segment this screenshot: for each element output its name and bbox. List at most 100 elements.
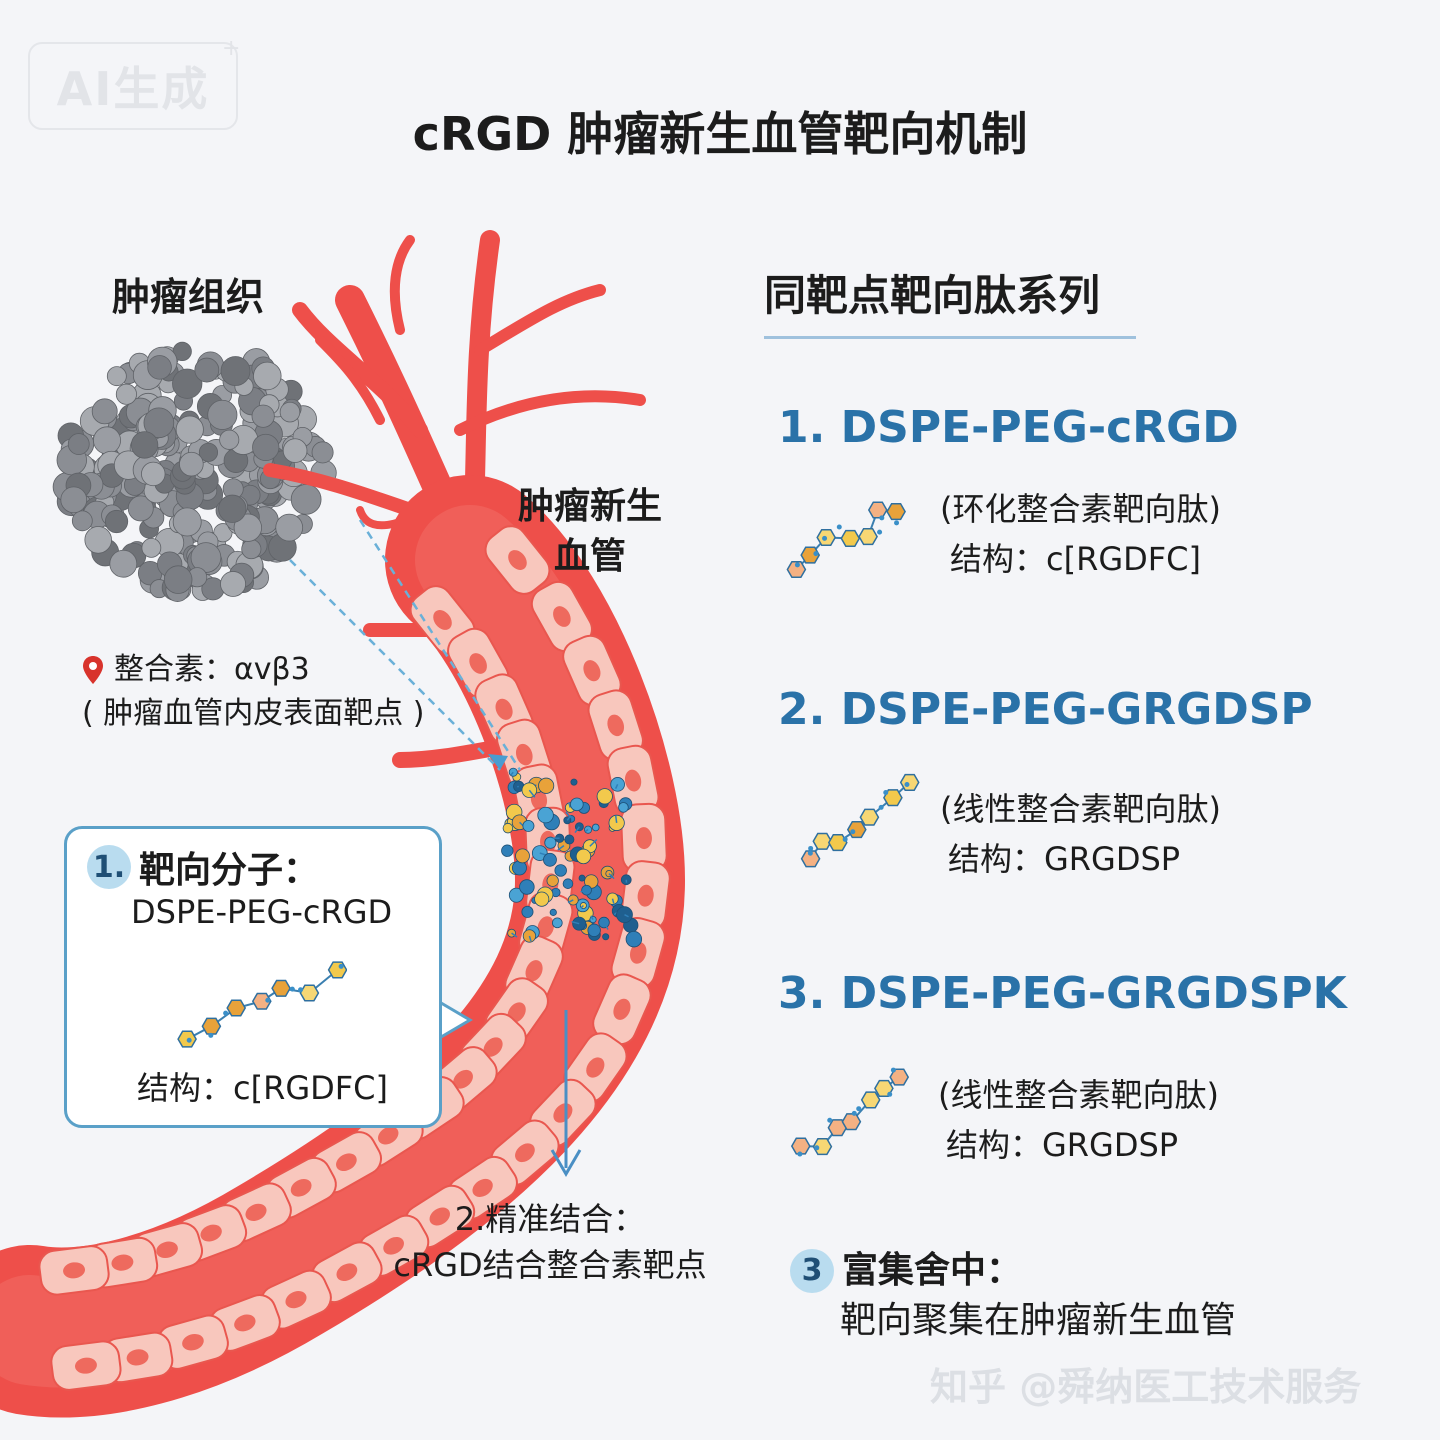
nanoparticle: [591, 823, 600, 832]
nanoparticle: [519, 879, 535, 895]
tumor-cell: [71, 510, 93, 532]
callout-heading-text: 靶向分子：: [139, 850, 320, 891]
tumor-cell: [141, 461, 166, 487]
title-underline: [764, 336, 1136, 339]
nanoparticle: [508, 887, 524, 903]
molecule-ring: [812, 1138, 833, 1156]
molecule-ring: [860, 1091, 881, 1109]
binding-step-title: 2.精准结合：: [454, 1200, 646, 1238]
nanoparticle: [538, 777, 555, 794]
nanoparticle-cluster: [501, 767, 643, 948]
tumor-cell: [251, 404, 275, 428]
peptide-series-title: 同靶点靶向肽系列: [764, 271, 1101, 320]
tumor-cell: [198, 442, 219, 462]
peptide-1-name: 1. DSPE-PEG-cRGD: [778, 402, 1239, 453]
peptide-2-structure: 结构：GRGDSP: [948, 840, 1181, 878]
nanoparticle: [587, 923, 601, 937]
molecule-ring: [271, 979, 291, 997]
peptide-3-name: 3. DSPE-PEG-GRGDSPK: [778, 968, 1347, 1019]
tumor-cell: [220, 571, 246, 597]
enrichment-step: 3 富集舍中： 靶向聚集在肿瘤新生血管: [790, 1246, 1236, 1346]
tumor-label: 肿瘤组织: [112, 275, 265, 319]
tumor-cell: [290, 484, 322, 515]
nanoparticle: [534, 891, 550, 907]
watermark: 知乎 @舜纳医工技术服务: [930, 1365, 1362, 1409]
tumor-cell: [141, 538, 162, 558]
tumor-cell: [252, 433, 280, 462]
tumor-cell: [172, 507, 202, 537]
peptide-3-desc: (线性整合素靶向肽): [938, 1076, 1219, 1114]
tumor-cell: [127, 495, 154, 522]
nanoparticle: [570, 797, 584, 812]
nanoparticle: [501, 844, 514, 857]
vessel-label-line1: 肿瘤新生: [517, 486, 662, 527]
nanoparticle: [554, 864, 567, 877]
molecule-ring: [827, 834, 848, 852]
peptide-1-desc-block: (环化整合素靶向肽) 结构：c[RGDFC]: [940, 484, 1221, 584]
peptide-2-desc: (线性整合素靶向肽): [940, 790, 1221, 828]
tumor-cell: [207, 399, 238, 430]
tumor-cell: [220, 356, 251, 386]
tumor-cell: [115, 383, 137, 405]
nanoparticle: [564, 834, 575, 845]
nanoparticle: [620, 874, 632, 886]
tumor-cell: [109, 549, 138, 578]
map-pin-icon: [83, 656, 103, 684]
tumor-cell: [253, 361, 282, 391]
molecule-ring: [867, 501, 888, 519]
step-number-badge: 3: [790, 1249, 834, 1293]
molecule-ring: [327, 961, 347, 979]
tumor-cell: [218, 494, 247, 523]
peptide-2-molecule-icon: [800, 773, 920, 868]
nanoparticle: [602, 933, 610, 941]
peptide-2-desc-block: (线性整合素靶向肽) 结构：GRGDSP: [940, 784, 1221, 884]
molecule-ring: [226, 999, 247, 1017]
molecule-ring: [251, 992, 272, 1010]
peptide-1-structure: 结构：c[RGDFC]: [950, 540, 1201, 578]
nanoparticle: [606, 892, 619, 905]
ai-generated-badge: AI生成: [28, 42, 238, 130]
nanoparticle: [578, 874, 586, 882]
nanoparticle: [570, 778, 578, 786]
tumor-cell: [147, 355, 172, 380]
nanoparticle: [502, 822, 514, 834]
integrin-note: ( 肿瘤血管内皮表面靶点 ): [82, 696, 425, 731]
tumor-cell: [241, 539, 262, 560]
binding-step: 2.精准结合： cRGD结合整合素靶点: [380, 1196, 720, 1288]
tumor-cell: [130, 431, 159, 459]
molecule-ring: [846, 821, 867, 839]
tumor-cell: [213, 523, 233, 543]
nanoparticle: [544, 836, 557, 849]
endothelial-cell: [484, 525, 551, 595]
peptide-2-name: 2. DSPE-PEG-GRGDSP: [778, 684, 1313, 735]
endothelial-cell: [38, 1245, 110, 1296]
nanoparticle: [562, 878, 574, 889]
peptide-3-desc-block: (线性整合素靶向肽) 结构：GRGDSP: [938, 1070, 1219, 1170]
tumor-cell: [104, 509, 129, 534]
molecule-ring: [827, 1119, 848, 1137]
tumor-cell: [143, 407, 175, 439]
step-number-badge: 1.: [87, 845, 131, 889]
molecule-ring: [786, 560, 807, 578]
nanoparticle: [515, 848, 530, 864]
vessel-label-line2: 血管: [553, 536, 626, 577]
tumor-cell: [106, 366, 127, 387]
peptide-3-structure: 结构：GRGDSP: [946, 1126, 1179, 1164]
endothelial-cell: [620, 802, 668, 874]
callout-molecule: DSPE-PEG-cRGD: [131, 893, 393, 931]
peptide-1-molecule-icon: [786, 501, 906, 578]
molecule-ring: [812, 832, 833, 850]
nanoparticle: [521, 905, 534, 918]
endothelial-cell: [606, 744, 660, 817]
tumor-cell: [282, 438, 308, 463]
molecule-ring: [840, 529, 861, 547]
sparkle-icon: +: [222, 36, 241, 61]
nanoparticle: [522, 819, 535, 832]
molecule-ring: [800, 546, 821, 564]
callout-heading: 1. 靶向分子：: [87, 841, 319, 893]
molecule-ring: [889, 1068, 910, 1086]
tumor-cell: [91, 398, 118, 425]
enrichment-heading: 富集舍中：: [842, 1250, 1023, 1291]
molecule-ring: [201, 1017, 222, 1035]
